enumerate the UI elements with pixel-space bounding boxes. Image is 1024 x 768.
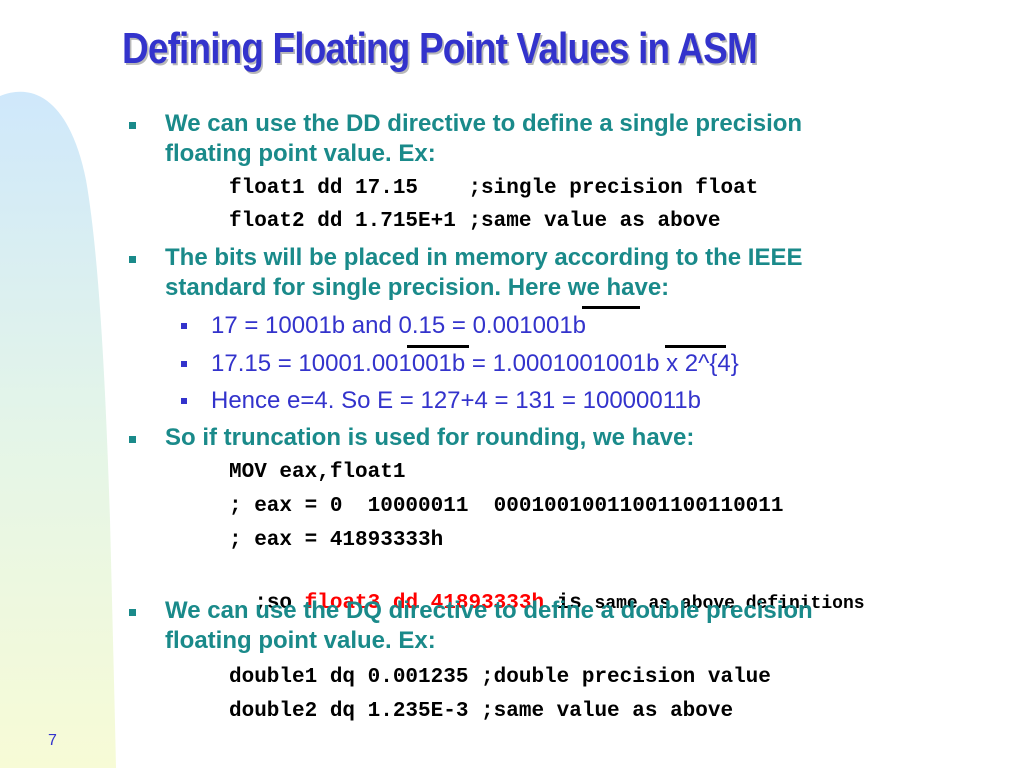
code-float3-prefix: ;so <box>254 592 305 615</box>
repeat-overbar <box>407 345 469 348</box>
sub-bullet-3: Hence e=4. So E = 127+4 = 131 = 10000011… <box>211 387 701 414</box>
bullet-square-icon <box>129 609 136 616</box>
bullet-1-line-1: We can use the DD directive to define a … <box>165 110 803 137</box>
page-number: 7 <box>48 732 57 749</box>
bullet-1-line-2: floating point value. Ex: <box>165 140 436 167</box>
code-eax-hex: ; eax = 41893333h <box>229 529 444 552</box>
code-float3-suffix: same as above definitions <box>594 594 865 614</box>
code-double1: double1 dq 0.001235 ;double precision va… <box>229 666 771 689</box>
sub-bullet-2: 17.15 = 10001.001001b = 1.0001001001b x … <box>211 350 739 377</box>
bullet-2-line-2: standard for single precision. Here we h… <box>165 274 670 301</box>
code-double2: double2 dq 1.235E-3 ;same value as above <box>229 700 734 723</box>
sub-bullet-square-icon <box>181 398 187 404</box>
sub-bullet-square-icon <box>181 361 187 367</box>
code-mov: MOV eax,float1 <box>229 461 406 484</box>
sub-bullet-square-icon <box>181 323 187 329</box>
code-float3: ;so float3 dd 41893333h is same as above… <box>229 562 865 618</box>
bullet-4-line-1: We can use the DQ directive to define a … <box>165 597 813 624</box>
bullet-square-icon <box>129 122 136 129</box>
sub-bullet-1: 17 = 10001b and 0.15 = 0.001001b <box>211 312 587 339</box>
bullet-3-line-1: So if truncation is used for rounding, w… <box>165 424 695 451</box>
repeat-overbar <box>582 306 640 309</box>
code-eax-bits: ; eax = 0 10000011 000100100110011001100… <box>229 495 784 518</box>
code-float3-highlight: float3 dd 41893333h <box>304 592 545 615</box>
code-float1: float1 dd 17.15 ;single precision float <box>229 177 759 200</box>
bullet-square-icon <box>129 256 136 263</box>
bullet-4-line-2: floating point value. Ex: <box>165 627 436 654</box>
bullet-square-icon <box>129 436 136 443</box>
slide-title: Defining Floating Point Values in ASM <box>122 24 758 73</box>
code-float2: float2 dd 1.715E+1 ;same value as above <box>229 210 721 233</box>
code-float3-is: is <box>544 592 595 615</box>
repeat-overbar <box>665 345 726 348</box>
bullet-2-line-1: The bits will be placed in memory accord… <box>165 244 803 271</box>
